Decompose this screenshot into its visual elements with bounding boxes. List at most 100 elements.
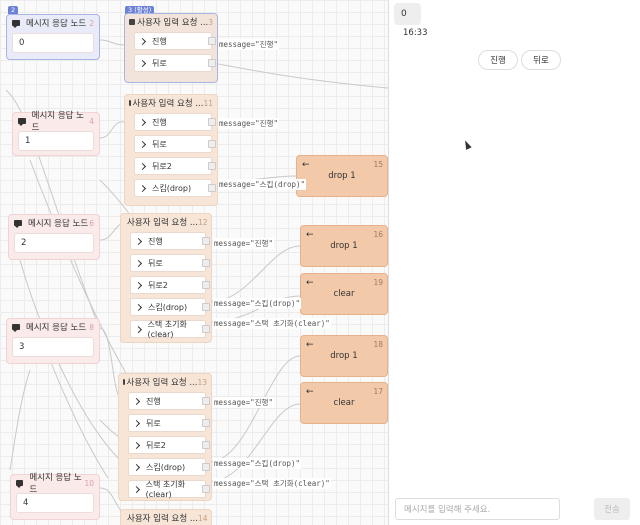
output-port[interactable]: [208, 184, 216, 192]
input-option[interactable]: 스택 초기화(clear): [130, 320, 210, 339]
input-option[interactable]: 진행: [134, 113, 216, 131]
chevron-right-icon: [138, 59, 147, 67]
edge-label: message="진행": [218, 118, 279, 129]
command-node[interactable]: ← clear 17: [300, 382, 388, 424]
message-text: 1: [18, 131, 94, 151]
input-node[interactable]: 사용자 입력 요청 ...13 진행 뒤로 뒤로2 스킵(drop) 스택 초기…: [118, 373, 212, 501]
message-text: 0: [12, 33, 94, 53]
message-icon: [12, 20, 20, 28]
chevron-right-icon: [134, 303, 143, 311]
send-button[interactable]: 전송: [594, 498, 630, 520]
input-node[interactable]: 사용자 입력 요청 ...11 진행 뒤로 뒤로2 스킵(drop): [124, 94, 218, 206]
output-port[interactable]: [202, 325, 210, 333]
input-option[interactable]: 진행: [130, 232, 210, 250]
input-option[interactable]: 뒤로2: [130, 276, 210, 294]
chevron-right-icon: [132, 441, 141, 449]
message-icon: [18, 118, 26, 126]
quick-reply-button[interactable]: 뒤로: [521, 50, 561, 70]
message-text: 3: [12, 337, 94, 357]
input-option[interactable]: 뒤로: [128, 414, 210, 432]
edge-label: message="스킵(drop)": [213, 298, 302, 309]
active-node-tag: 2: [8, 6, 19, 14]
chevron-right-icon: [138, 118, 147, 126]
output-port[interactable]: [202, 485, 210, 493]
edge-label: message="스킵(drop)": [213, 458, 302, 469]
output-port[interactable]: [202, 259, 210, 267]
keyboard-icon: [129, 100, 131, 106]
arrow-left-icon: ←: [306, 387, 314, 397]
chevron-right-icon: [132, 419, 141, 427]
input-node[interactable]: 사용자 입력 요청 ...3 진행 뒤로: [124, 13, 218, 83]
chevron-right-icon: [132, 463, 141, 471]
message-icon: [16, 480, 24, 488]
arrow-left-icon: ←: [306, 278, 314, 288]
edge-label: message="스킵(drop)": [218, 179, 307, 190]
chevron-right-icon: [132, 485, 140, 493]
quick-reply-button[interactable]: 진행: [478, 50, 518, 70]
output-port[interactable]: [208, 59, 216, 67]
command-node[interactable]: ← drop 1 15: [296, 155, 388, 197]
input-node[interactable]: 사용자 입력 요청 ...14: [120, 509, 212, 525]
output-port[interactable]: [202, 463, 210, 471]
edge-label: message="스택 초기화(clear)": [213, 318, 331, 329]
mouse-cursor-icon: [462, 139, 472, 150]
message-text: 4: [16, 493, 94, 513]
edge-label: message="진행": [218, 39, 279, 50]
output-port[interactable]: [202, 303, 210, 311]
chat-panel: 0 16:33 진행 뒤로 메시지를 입력해 주세요. 전송: [389, 0, 640, 525]
keyboard-icon: [123, 379, 125, 385]
bot-message-bubble: 0: [394, 3, 421, 25]
output-port[interactable]: [208, 118, 216, 126]
input-option[interactable]: 뒤로: [134, 135, 216, 153]
arrow-left-icon: ←: [302, 160, 310, 170]
edge-label: message="진행": [213, 238, 274, 249]
command-node[interactable]: ← clear 19: [300, 273, 388, 315]
arrow-left-icon: ←: [306, 230, 314, 240]
input-option[interactable]: 뒤로: [134, 54, 216, 72]
message-icon: [14, 220, 22, 228]
input-option[interactable]: 뒤로2: [128, 436, 210, 454]
edge-label: message="스택 초기화(clear)": [213, 478, 331, 489]
input-option[interactable]: 스킵(drop): [130, 298, 210, 316]
output-port[interactable]: [208, 140, 216, 148]
chevron-right-icon: [134, 259, 143, 267]
message-timestamp: 16:33: [403, 28, 428, 38]
output-port[interactable]: [202, 281, 210, 289]
chevron-right-icon: [138, 184, 147, 192]
message-text: 2: [14, 233, 94, 253]
active-node-tag: 3 (활성): [125, 6, 155, 14]
input-option[interactable]: 진행: [128, 392, 210, 410]
chevron-right-icon: [134, 281, 143, 289]
arrow-left-icon: ←: [306, 340, 314, 350]
output-port[interactable]: [202, 419, 210, 427]
chevron-right-icon: [138, 162, 147, 170]
chevron-right-icon: [134, 237, 143, 245]
chevron-right-icon: [138, 140, 147, 148]
edge-label: message="진행": [213, 397, 274, 408]
keyboard-icon: [129, 19, 136, 25]
input-option[interactable]: 뒤로2: [134, 157, 216, 175]
chevron-right-icon: [132, 397, 141, 405]
chevron-right-icon: [134, 325, 142, 333]
command-node[interactable]: ← drop 1 18: [300, 335, 388, 377]
input-option[interactable]: 진행: [134, 32, 216, 50]
output-port[interactable]: [202, 397, 210, 405]
output-port[interactable]: [202, 441, 210, 449]
output-port[interactable]: [208, 37, 216, 45]
input-option[interactable]: 스킵(drop): [128, 458, 210, 476]
command-node[interactable]: ← drop 1 16: [300, 225, 388, 267]
chevron-right-icon: [138, 37, 147, 45]
output-port[interactable]: [208, 162, 216, 170]
input-node[interactable]: 사용자 입력 요청 ...12 진행 뒤로 뒤로2 스킵(drop) 스택 초기…: [120, 213, 212, 343]
output-port[interactable]: [202, 237, 210, 245]
chat-input[interactable]: 메시지를 입력해 주세요.: [395, 498, 560, 520]
input-option[interactable]: 뒤로: [130, 254, 210, 272]
input-option[interactable]: 스킵(drop): [134, 179, 216, 197]
input-option[interactable]: 스택 초기화(clear): [128, 480, 210, 499]
